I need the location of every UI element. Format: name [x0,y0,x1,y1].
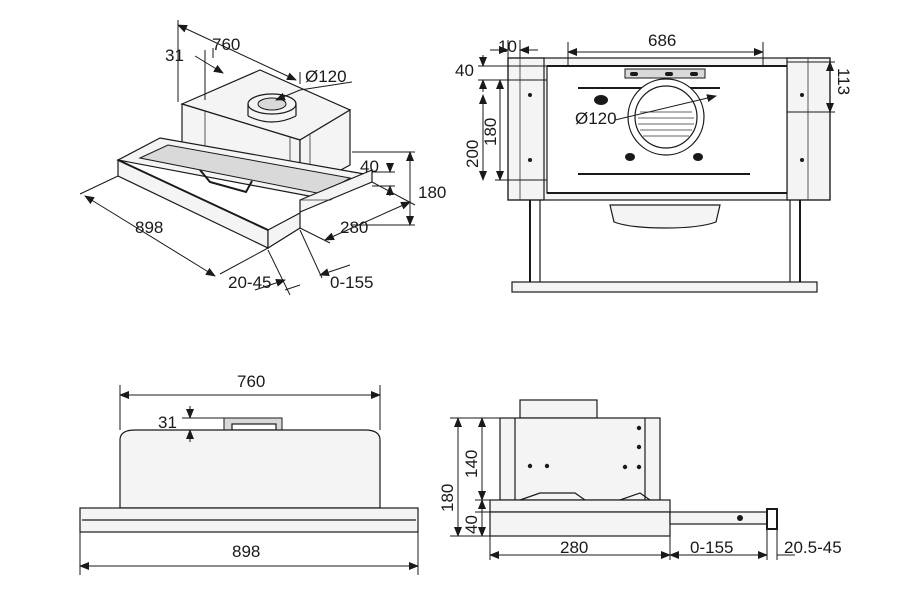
iso-dim-280 [324,201,411,241]
iso-duct-opening [257,97,287,111]
iso-dim-760 [177,24,297,81]
sv-label-140: 140 [462,450,481,478]
fe-label-898: 898 [232,542,260,561]
sv-label-visor: 20.5-45 [784,538,842,557]
fv-label-113: 113 [834,68,853,95]
fe-label-31: 31 [158,413,177,432]
sv-label-40: 40 [462,515,481,534]
fv-base-plate [511,281,818,293]
sv-duct [519,399,598,419]
fv-duct-outer [627,78,705,156]
iso-label-duct: Ø120 [305,67,347,86]
sv-label-280: 280 [560,538,588,557]
iso-label-20-45: 20-45 [228,273,271,292]
fe-body [119,429,381,509]
sv-base [489,511,671,537]
iso-label-898: 898 [135,218,163,237]
fv-label-40: 40 [455,61,474,80]
front-view: 10 686 40 Ø120 180 200 113 [455,31,853,293]
sv-tray [489,499,671,513]
side-view: 280 0-155 20.5-45 180 140 40 [438,399,842,560]
isometric-view: 760 31 Ø120 40 180 898 280 20-45 0-155 [79,20,446,296]
iso-label-280: 280 [340,218,368,237]
front-elevation-view: 760 31 898 [79,372,419,575]
iso-handle [199,169,253,194]
iso-label-180: 180 [418,183,446,202]
fv-label-200: 200 [463,140,482,168]
sv-label-180: 180 [438,484,457,512]
iso-dim-120-leader [275,89,301,101]
iso-label-31: 31 [165,46,184,65]
fv-handle [609,204,721,229]
fv-top-port [624,68,706,79]
iso-label-0-155: 0-155 [330,273,373,292]
iso-tray-inner [138,144,352,195]
sv-visor-end [766,508,778,530]
iso-dim-898 [84,195,216,277]
iso-dim-31 [194,55,224,74]
sv-body [499,417,661,501]
sv-label-0-155: 0-155 [690,538,733,557]
sv-rail [669,511,768,525]
fv-label-686: 686 [648,31,676,50]
fv-label-10: 10 [498,37,517,56]
fv-label-duct: Ø120 [575,109,617,128]
iso-label-760: 760 [212,35,240,54]
fe-label-760: 760 [237,372,265,391]
fv-duct-inner [634,85,698,149]
iso-visor-side [267,212,301,250]
fv-label-180: 180 [481,118,500,146]
iso-label-40: 40 [360,157,379,176]
